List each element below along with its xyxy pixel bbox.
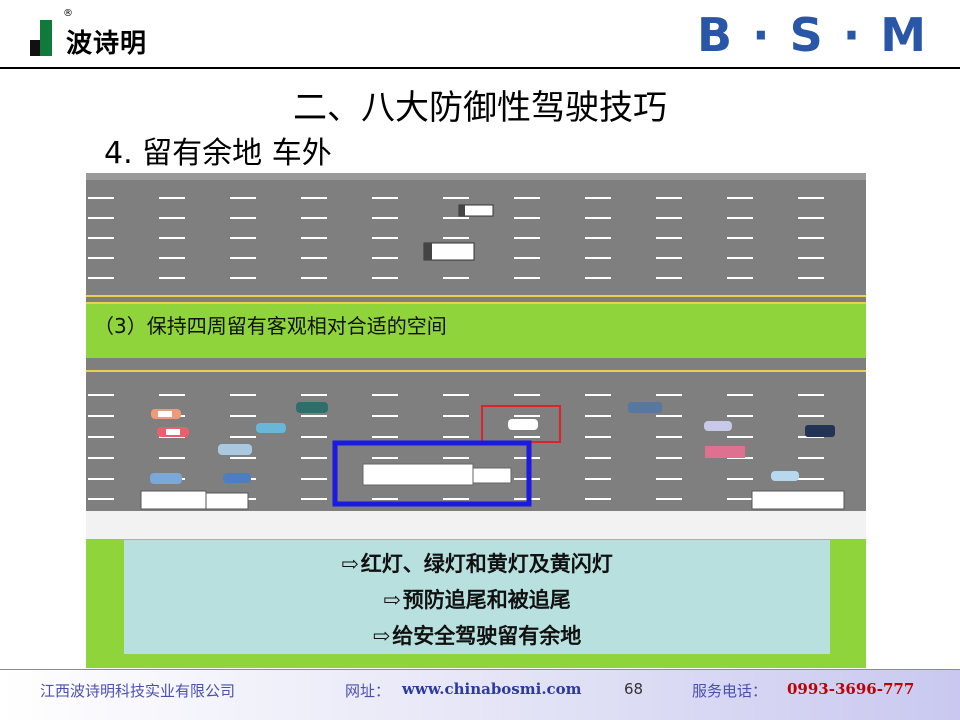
arrow-icon: ⇨: [383, 588, 401, 612]
footer-website-label: 网址：: [345, 682, 391, 700]
slide-subtitle: 4. 留有余地 车外: [104, 136, 332, 171]
footer-phone-label: 服务电话：: [692, 682, 768, 700]
footer-company: 江西波诗明科技实业有限公司: [40, 682, 236, 700]
road-illustration: （3）保持四周留有客观相对合适的空间 ⇨红灯、绿灯和黄灯及黄闪灯 ⇨预防追尾和被…: [86, 173, 866, 668]
registered-mark: ®: [63, 8, 73, 19]
bullet-item: ⇨给安全驾驶留有余地: [372, 623, 582, 648]
footer-divider: [0, 669, 960, 670]
footer-website-link[interactable]: www.chinabosmi.com: [402, 680, 582, 698]
page-number: 68: [624, 680, 644, 698]
bullet-item: ⇨预防追尾和被追尾: [383, 587, 571, 612]
scene-caption: （3）保持四周留有客观相对合适的空间: [94, 314, 447, 338]
bullet-panel: ⇨红灯、绿灯和黄灯及黄闪灯 ⇨预防追尾和被追尾 ⇨给安全驾驶留有余地: [124, 540, 830, 654]
brand-logo: B · S · M: [697, 8, 928, 62]
footer: 江西波诗明科技实业有限公司 网址： www.chinabosmi.com 68 …: [0, 669, 960, 720]
arrow-icon: ⇨: [341, 552, 359, 576]
slide-title: 二、八大防御性驾驶技巧: [293, 88, 667, 128]
logo-mark: [30, 20, 58, 56]
bullet-item: ⇨红灯、绿灯和黄灯及黄闪灯: [341, 551, 613, 576]
footer-phone: 0993-3696-777: [787, 680, 915, 698]
logo-text: 波诗明: [66, 29, 148, 59]
arrow-icon: ⇨: [372, 624, 391, 648]
header-divider: [0, 67, 960, 69]
